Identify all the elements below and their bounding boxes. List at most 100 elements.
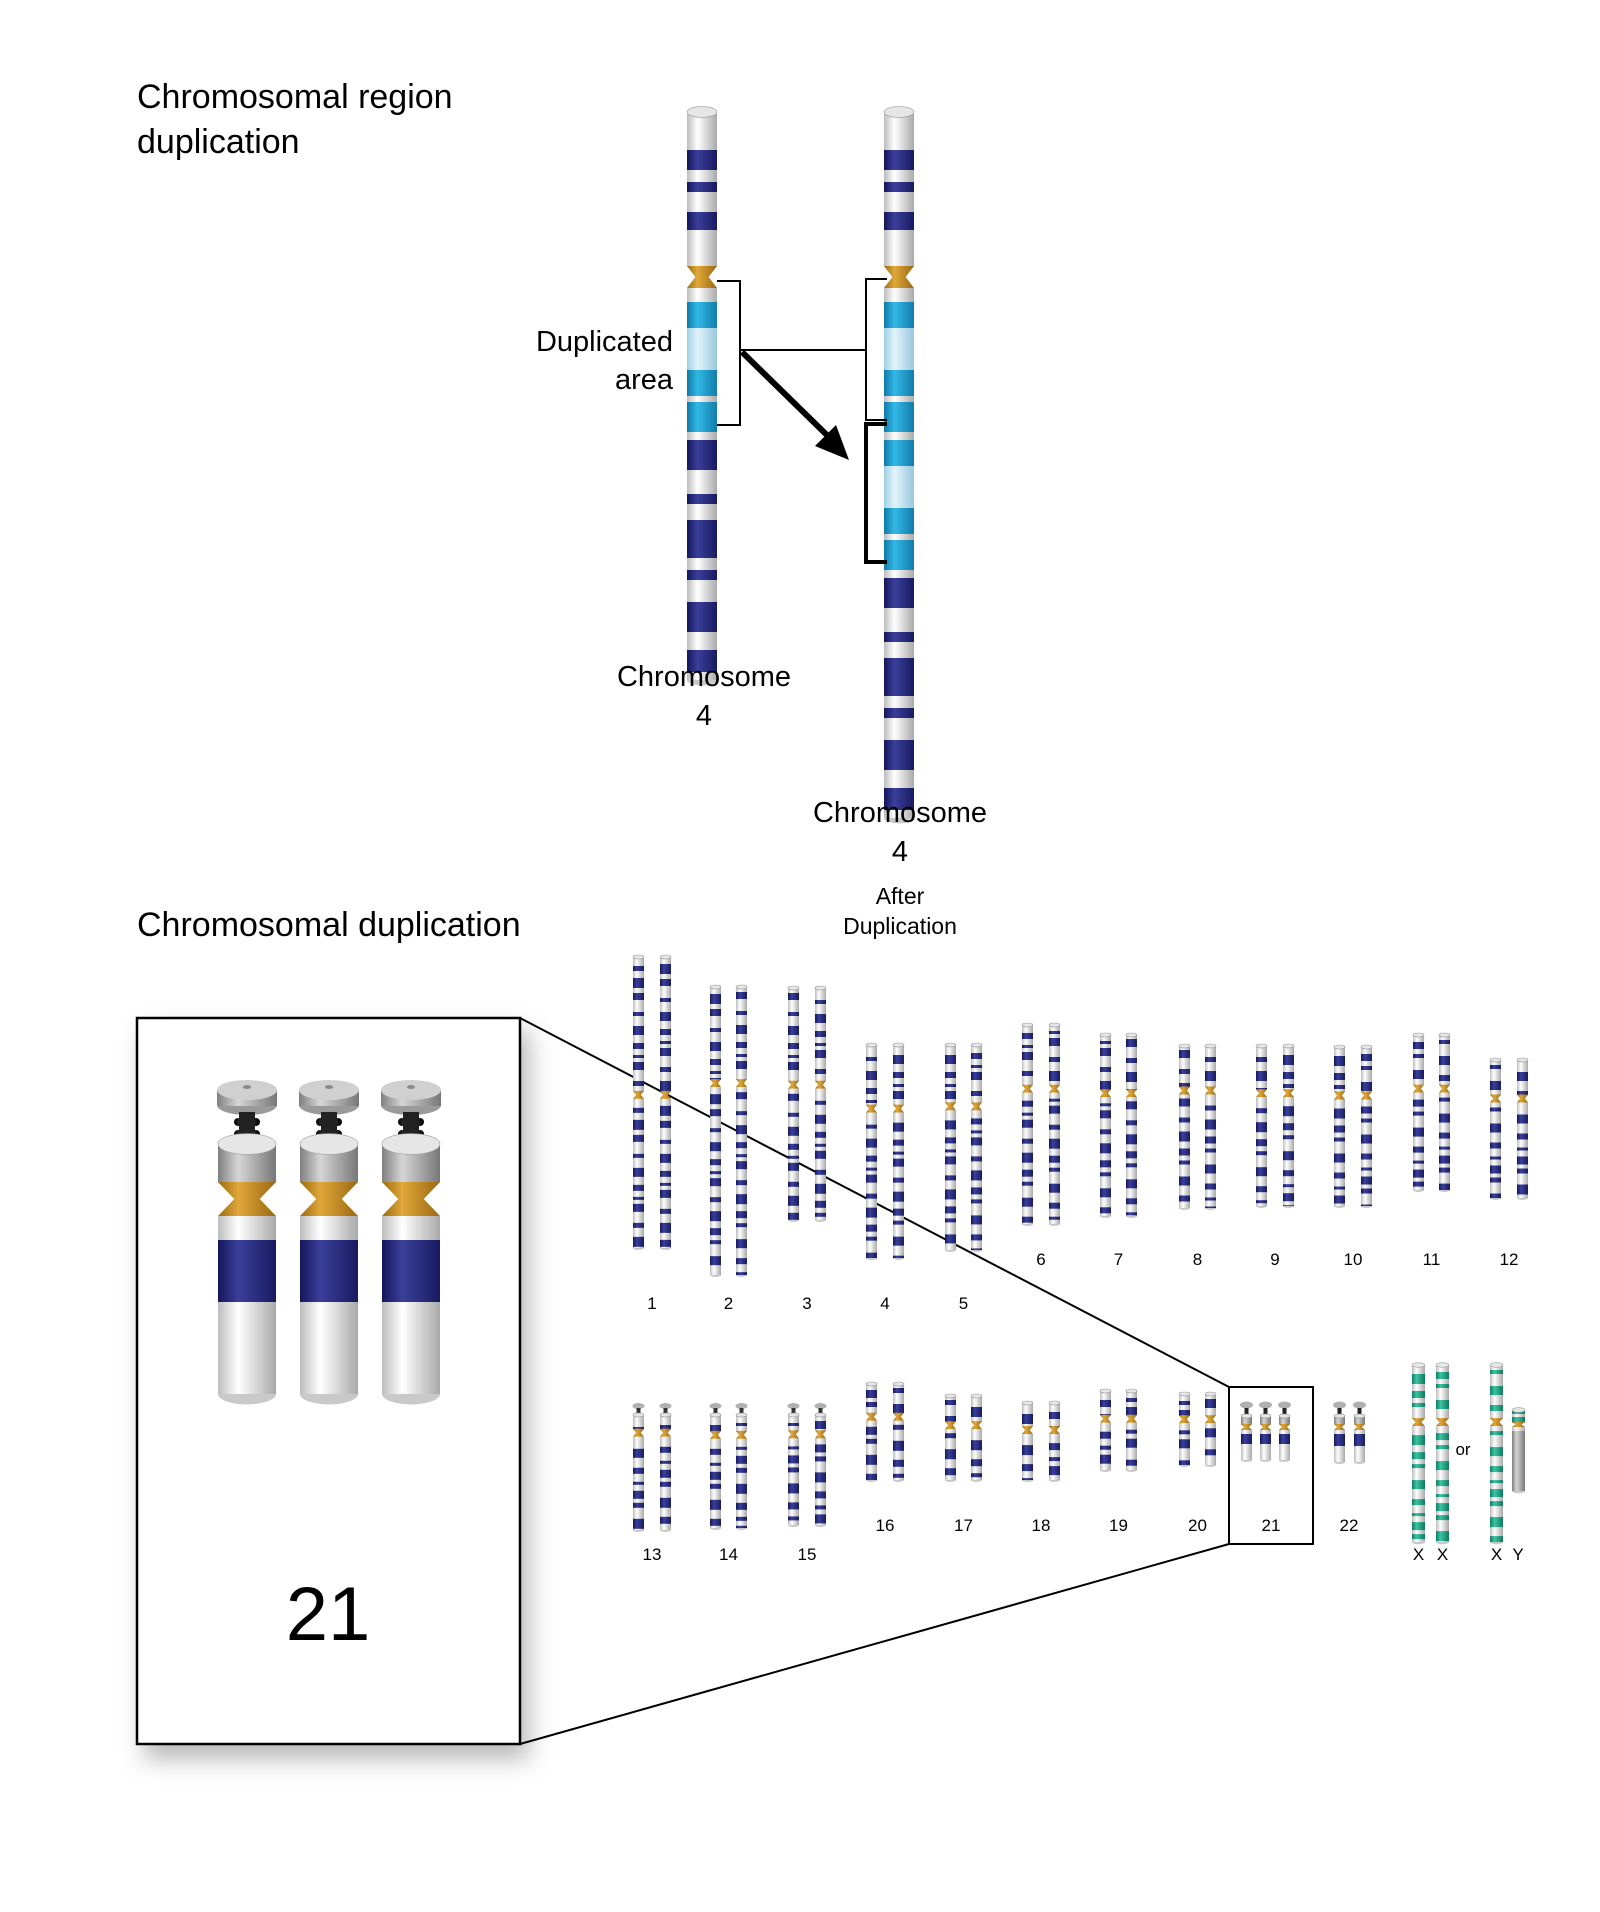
band: [788, 1126, 799, 1137]
band: [1439, 1132, 1450, 1140]
chromosome-end: [1022, 1224, 1033, 1226]
band: [1205, 1200, 1216, 1208]
band: [788, 1062, 799, 1071]
band: [1205, 1394, 1216, 1400]
band: [815, 1505, 826, 1510]
stalk: [663, 1408, 668, 1414]
karyotype-label-1: 1: [647, 1294, 657, 1313]
band: [633, 1227, 644, 1238]
band: [1179, 1131, 1190, 1143]
band: [1413, 1042, 1424, 1050]
band: [884, 540, 914, 571]
band: [660, 1139, 671, 1145]
band: [1256, 1057, 1267, 1063]
band: [1413, 1058, 1424, 1071]
band: [1413, 1181, 1424, 1188]
centromere: [300, 1182, 358, 1216]
chromosome-end: [1179, 1465, 1190, 1467]
band: [866, 1161, 877, 1169]
band: [1334, 1089, 1345, 1093]
band: [1490, 1405, 1503, 1412]
band: [1049, 1461, 1060, 1467]
band: [710, 1228, 721, 1236]
chromosome-4-original-body: [686, 106, 718, 686]
band: [815, 1216, 826, 1221]
band: [815, 1004, 826, 1015]
band: [1361, 1167, 1372, 1172]
band: [1126, 1407, 1137, 1416]
band: [710, 1415, 721, 1426]
band: [736, 1272, 747, 1276]
band: [1439, 1183, 1450, 1191]
band: [1049, 1403, 1060, 1413]
band: [971, 1045, 982, 1054]
satellite: [632, 1403, 645, 1414]
karyotype-label-16: 16: [875, 1516, 895, 1535]
band: [1334, 1125, 1345, 1134]
band: [1283, 1184, 1294, 1188]
band: [1412, 1398, 1425, 1404]
original-chromosome-label-line1: Chromosome: [616, 661, 792, 693]
band: [1412, 1391, 1425, 1399]
band: [1256, 1139, 1267, 1147]
centromere: [633, 1428, 644, 1437]
band: [1361, 1118, 1372, 1124]
band: [633, 978, 644, 989]
karyotype-chromosome-4: [892, 1042, 905, 1260]
band: [1490, 1456, 1503, 1467]
band: [710, 1074, 721, 1079]
karyotype-chromosome-17: [944, 1393, 957, 1482]
band: [1283, 1130, 1294, 1136]
band: [1049, 1475, 1060, 1481]
band: [893, 1466, 904, 1475]
band: [884, 112, 914, 151]
band: [1283, 1106, 1294, 1117]
chromosome-end: [971, 1250, 982, 1252]
band: [1022, 1048, 1033, 1053]
band: [300, 1302, 358, 1395]
band: [1241, 1444, 1252, 1461]
band: [1100, 1035, 1111, 1042]
band: [893, 1424, 904, 1431]
band: [736, 1204, 747, 1212]
band: [1100, 1056, 1111, 1068]
band: [660, 1105, 671, 1117]
band: [736, 1042, 747, 1049]
band: [1283, 1123, 1294, 1131]
band: [660, 1012, 671, 1022]
band: [893, 1091, 904, 1100]
chromosome-cap: [1204, 1391, 1217, 1397]
chromosome-cap: [709, 1412, 722, 1418]
band: [1256, 1151, 1267, 1156]
chromosome-end: [815, 1220, 826, 1222]
chromosome-cap: [1438, 1032, 1451, 1038]
band: [687, 230, 717, 267]
band: [1049, 1219, 1060, 1225]
band: [1100, 1431, 1111, 1440]
band: [866, 1438, 877, 1445]
band: [884, 788, 914, 811]
centromere: [945, 1421, 956, 1430]
band: [1022, 1052, 1033, 1061]
band: [945, 1243, 956, 1251]
band: [1126, 1120, 1137, 1126]
original-chromosome-label-line2: 4: [695, 700, 713, 732]
chromosome-cap: [1125, 1388, 1138, 1394]
band: [710, 1165, 721, 1172]
band: [1412, 1499, 1425, 1506]
chromosome-end: [1490, 1542, 1503, 1545]
band: [945, 1078, 956, 1085]
duplicated-area-label-line1: Duplicated: [535, 326, 673, 358]
band: [1205, 1148, 1216, 1154]
karyotype-chromosome-14: [709, 1412, 722, 1530]
band: [1126, 1035, 1137, 1040]
band: [1413, 1146, 1424, 1154]
band: [1490, 1497, 1503, 1502]
band: [1022, 1039, 1033, 1046]
karyotype-chromosome-11: [1438, 1032, 1451, 1192]
band: [815, 1137, 826, 1145]
band: [1022, 1076, 1033, 1086]
band: [1512, 1427, 1525, 1432]
band: [660, 1477, 671, 1483]
band: [866, 1454, 877, 1466]
